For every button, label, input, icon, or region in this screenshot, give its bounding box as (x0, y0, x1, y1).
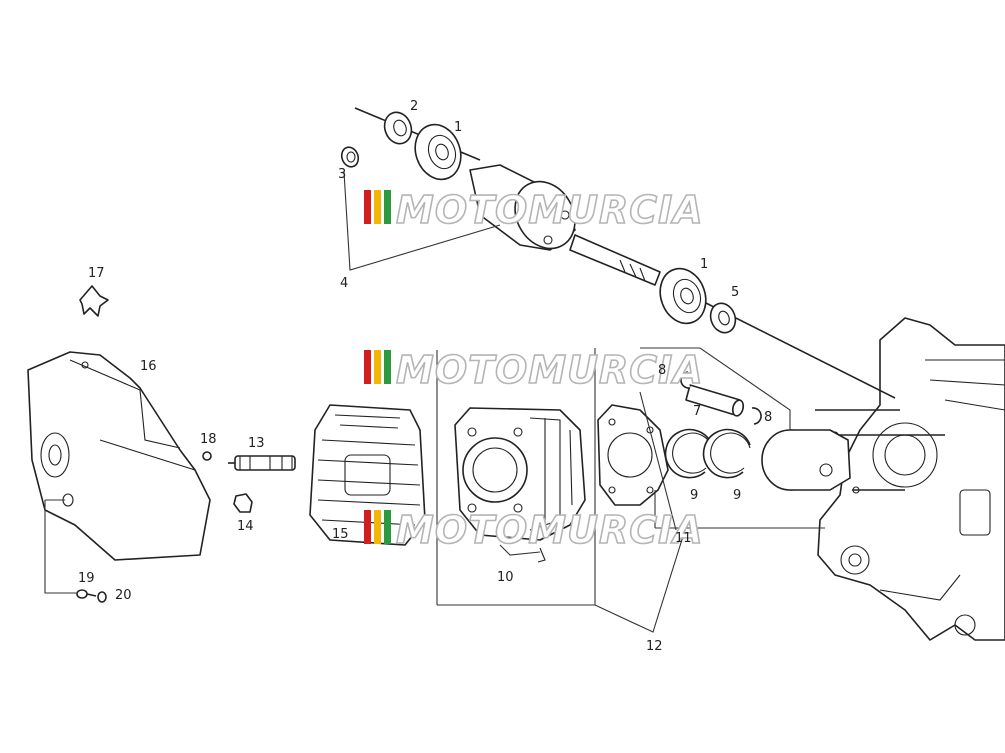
small-seal (340, 146, 360, 168)
label-5: 5 (731, 285, 739, 300)
cylinder-gasket (597, 404, 669, 506)
watermark-2: MOTOMURCIA (364, 347, 704, 393)
label-19: 19 (78, 571, 95, 586)
oil-seal-upper (383, 111, 413, 145)
circlip-right (751, 407, 762, 425)
label-18: 18 (200, 432, 217, 447)
piston-ring-1 (664, 428, 713, 479)
watermark-text: MOTOMURCIA (396, 508, 704, 552)
oil-seal-lower (709, 302, 737, 334)
label-8-right: 8 (764, 410, 772, 425)
spark-plug (228, 455, 296, 471)
label-13: 13 (248, 436, 265, 451)
screw-19 (76, 589, 97, 599)
piston-pin (685, 384, 745, 417)
label-15: 15 (332, 527, 349, 542)
watermark-1: MOTOMURCIA (364, 187, 704, 233)
label-20: 20 (115, 588, 132, 603)
crankshaft (354, 107, 896, 399)
label-4: 4 (340, 276, 348, 291)
cylinder-cover (27, 351, 211, 561)
label-11: 11 (675, 531, 692, 546)
watermark-text: MOTOMURCIA (396, 188, 704, 232)
bearing-upper (414, 123, 462, 181)
label-17: 17 (88, 266, 105, 281)
watermark-text: MOTOMURCIA (396, 348, 704, 392)
clip-17 (79, 285, 109, 317)
circlip-left (680, 371, 691, 389)
label-14: 14 (237, 519, 254, 534)
washer-20 (97, 591, 107, 603)
washer (202, 451, 212, 461)
label-16: 16 (140, 359, 157, 374)
part-labels: 2 1 3 4 1 5 17 16 8 7 8 18 13 9 9 14 15 … (78, 99, 772, 654)
label-10: 10 (497, 570, 514, 585)
cylinder-head (309, 404, 426, 546)
leader-lines (44, 171, 825, 633)
cylinder (454, 407, 586, 563)
bearing-lower (659, 267, 707, 325)
label-8-left: 8 (658, 363, 666, 378)
label-7: 7 (693, 404, 701, 419)
label-1-lower: 1 (700, 257, 708, 272)
watermark-3: MOTOMURCIA (364, 507, 704, 553)
label-9-right: 9 (733, 488, 741, 503)
piston-ring-2 (702, 428, 751, 479)
label-9-left: 9 (690, 488, 698, 503)
label-2: 2 (410, 99, 418, 114)
spark-plug-nut (233, 493, 253, 513)
label-3: 3 (338, 167, 346, 182)
label-1-upper: 1 (454, 120, 462, 135)
piston (761, 429, 851, 491)
label-12: 12 (646, 639, 663, 654)
